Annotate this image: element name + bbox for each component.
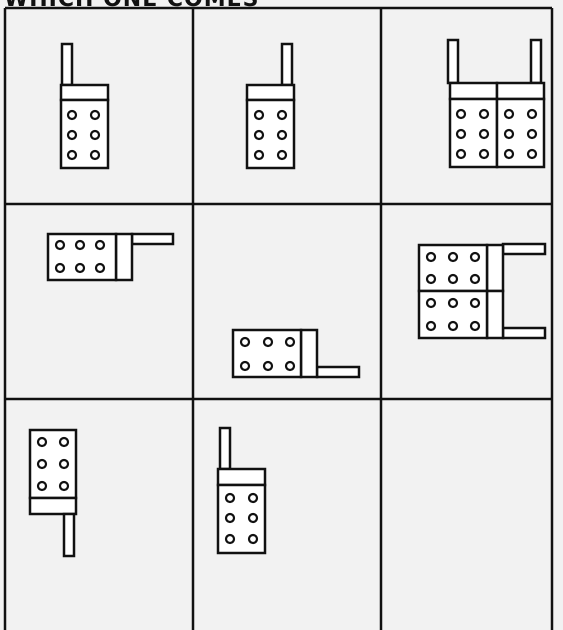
stick-top bbox=[503, 244, 545, 254]
dice-box-top bbox=[419, 245, 487, 291]
stick bbox=[62, 44, 72, 85]
cell-7-figure bbox=[30, 430, 76, 556]
stick-right bbox=[531, 40, 541, 83]
cell-6-figure bbox=[419, 244, 545, 338]
cell-2-figure bbox=[247, 44, 294, 168]
stick bbox=[220, 428, 230, 469]
bar-top bbox=[487, 245, 503, 291]
stick bbox=[317, 367, 359, 377]
bar bbox=[218, 469, 265, 485]
stick-bottom bbox=[503, 328, 545, 338]
stick-left bbox=[448, 40, 458, 83]
bar bbox=[116, 234, 132, 280]
bar bbox=[61, 85, 108, 100]
stick bbox=[64, 514, 74, 556]
bar-left bbox=[450, 83, 497, 99]
bar bbox=[30, 498, 76, 514]
cell-9-empty-answer[interactable] bbox=[382, 400, 551, 630]
cell-8-figure bbox=[218, 428, 265, 553]
cell-4-figure bbox=[48, 234, 173, 280]
bar bbox=[247, 85, 294, 100]
cell-5-figure bbox=[233, 330, 359, 377]
bar-bottom bbox=[487, 291, 503, 338]
cell-1-figure bbox=[61, 44, 108, 168]
cell-3-figure bbox=[448, 40, 544, 167]
bar-right bbox=[497, 83, 544, 99]
stick bbox=[282, 44, 292, 85]
stick bbox=[132, 234, 173, 244]
bar bbox=[301, 330, 317, 377]
